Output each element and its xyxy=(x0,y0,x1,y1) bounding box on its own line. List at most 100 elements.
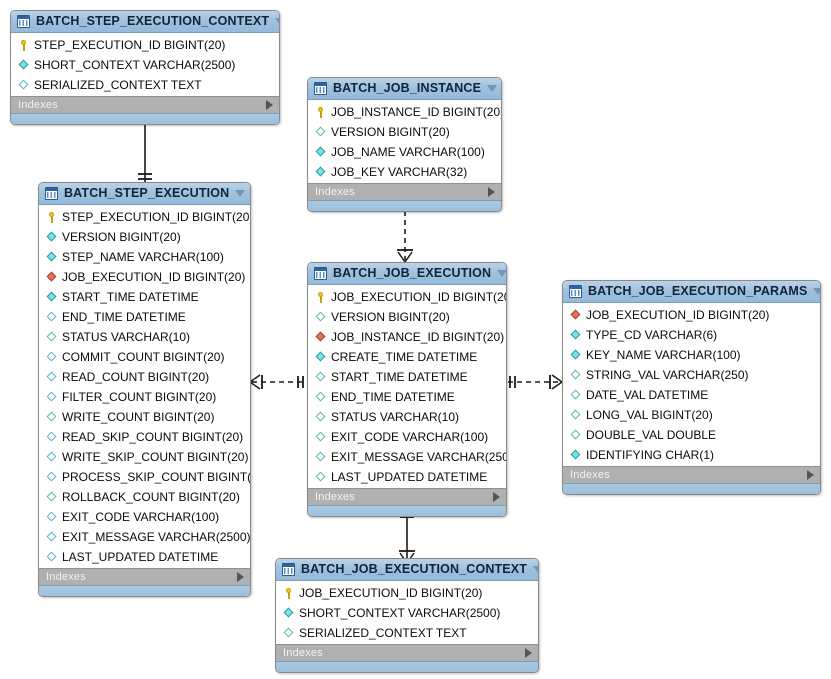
chevron-down-icon[interactable] xyxy=(275,18,279,25)
indexes-label: Indexes xyxy=(18,98,58,111)
chevron-down-icon[interactable] xyxy=(813,288,820,295)
table-header-batch_step_execution[interactable]: BATCH_STEP_EXECUTION xyxy=(39,183,250,205)
column-label: VERSION BIGINT(20) xyxy=(331,310,450,324)
column-row[interactable]: EXIT_MESSAGE VARCHAR(2500) xyxy=(308,447,506,467)
column-row[interactable]: READ_SKIP_COUNT BIGINT(20) xyxy=(39,427,250,447)
column-row[interactable]: DOUBLE_VAL DOUBLE xyxy=(563,425,820,445)
column-row[interactable]: STATUS VARCHAR(10) xyxy=(308,407,506,427)
chevron-right-icon[interactable] xyxy=(807,470,814,480)
table-columns: JOB_INSTANCE_ID BIGINT(20) VERSION BIGINT… xyxy=(308,100,501,183)
table-header-batch_job_execution[interactable]: BATCH_JOB_EXECUTION xyxy=(308,263,506,285)
column-row[interactable]: JOB_EXECUTION_ID BIGINT(20) xyxy=(39,267,250,287)
indexes-section-batch_job_execution[interactable]: Indexes xyxy=(308,488,506,505)
column-row[interactable]: JOB_NAME VARCHAR(100) xyxy=(308,142,501,162)
column-row[interactable]: SHORT_CONTEXT VARCHAR(2500) xyxy=(11,55,279,75)
column-row[interactable]: SERIALIZED_CONTEXT TEXT xyxy=(276,623,538,643)
nullable-column-icon xyxy=(45,451,58,464)
column-row[interactable]: EXIT_CODE VARCHAR(100) xyxy=(39,507,250,527)
column-row[interactable]: READ_COUNT BIGINT(20) xyxy=(39,367,250,387)
column-row[interactable]: LAST_UPDATED DATETIME xyxy=(308,467,506,487)
column-row[interactable]: VERSION BIGINT(20) xyxy=(39,227,250,247)
indexes-section-batch_job_instance[interactable]: Indexes xyxy=(308,183,501,200)
column-row[interactable]: EXIT_CODE VARCHAR(100) xyxy=(308,427,506,447)
table-header-batch_step_execution_context[interactable]: BATCH_STEP_EXECUTION_CONTEXT xyxy=(11,11,279,33)
table-footer xyxy=(276,661,538,672)
column-row[interactable]: END_TIME DATETIME xyxy=(39,307,250,327)
column-row[interactable]: DATE_VAL DATETIME xyxy=(563,385,820,405)
nullable-column-icon xyxy=(45,511,58,524)
column-row[interactable]: STRING_VAL VARCHAR(250) xyxy=(563,365,820,385)
column-row[interactable]: JOB_EXECUTION_ID BIGINT(20) xyxy=(308,287,506,307)
nullable-column-icon xyxy=(45,411,58,424)
chevron-right-icon[interactable] xyxy=(525,648,532,658)
column-row[interactable]: PROCESS_SKIP_COUNT BIGINT(20) xyxy=(39,467,250,487)
chevron-down-icon[interactable] xyxy=(487,85,498,92)
nullable-column-icon xyxy=(282,627,295,640)
column-label: PROCESS_SKIP_COUNT BIGINT(20) xyxy=(62,470,251,484)
chevron-down-icon[interactable] xyxy=(235,190,246,197)
chevron-right-icon[interactable] xyxy=(266,100,273,110)
not-null-column-icon xyxy=(569,349,582,362)
chevron-down-icon[interactable] xyxy=(533,566,538,573)
column-row[interactable]: STATUS VARCHAR(10) xyxy=(39,327,250,347)
column-label: JOB_NAME VARCHAR(100) xyxy=(331,145,485,159)
column-row[interactable]: STEP_NAME VARCHAR(100) xyxy=(39,247,250,267)
column-row[interactable]: START_TIME DATETIME xyxy=(308,367,506,387)
column-row[interactable]: TYPE_CD VARCHAR(6) xyxy=(563,325,820,345)
indexes-section-batch_job_execution_params[interactable]: Indexes xyxy=(563,466,820,483)
column-row[interactable]: WRITE_COUNT BIGINT(20) xyxy=(39,407,250,427)
column-row[interactable]: SERIALIZED_CONTEXT TEXT xyxy=(11,75,279,95)
column-row[interactable]: COMMIT_COUNT BIGINT(20) xyxy=(39,347,250,367)
table-title: BATCH_JOB_INSTANCE xyxy=(333,81,482,96)
column-row[interactable]: ROLLBACK_COUNT BIGINT(20) xyxy=(39,487,250,507)
table-header-batch_job_execution_params[interactable]: BATCH_JOB_EXECUTION_PARAMS xyxy=(563,281,820,303)
column-row[interactable]: JOB_EXECUTION_ID BIGINT(20) xyxy=(276,583,538,603)
indexes-section-batch_step_execution[interactable]: Indexes xyxy=(39,568,250,585)
column-row[interactable]: JOB_INSTANCE_ID BIGINT(20) xyxy=(308,327,506,347)
table-header-batch_job_instance[interactable]: BATCH_JOB_INSTANCE xyxy=(308,78,501,100)
column-row[interactable]: JOB_KEY VARCHAR(32) xyxy=(308,162,501,182)
table-batch_job_execution[interactable]: BATCH_JOB_EXECUTION JOB_EXECUTION_ID BIGI… xyxy=(307,262,507,517)
column-row[interactable]: VERSION BIGINT(20) xyxy=(308,122,501,142)
column-row[interactable]: SHORT_CONTEXT VARCHAR(2500) xyxy=(276,603,538,623)
column-row[interactable]: FILTER_COUNT BIGINT(20) xyxy=(39,387,250,407)
table-batch_job_instance[interactable]: BATCH_JOB_INSTANCE JOB_INSTANCE_ID BIGINT… xyxy=(307,77,502,212)
nullable-column-icon xyxy=(314,451,327,464)
column-label: EXIT_MESSAGE VARCHAR(2500) xyxy=(62,530,251,544)
column-label: JOB_INSTANCE_ID BIGINT(20) xyxy=(331,105,502,119)
relationship-job-execution-step-execution[interactable] xyxy=(248,370,310,394)
table-header-batch_job_execution_context[interactable]: BATCH_JOB_EXECUTION_CONTEXT xyxy=(276,559,538,581)
column-row[interactable]: CREATE_TIME DATETIME xyxy=(308,347,506,367)
column-row[interactable]: JOB_INSTANCE_ID BIGINT(20) xyxy=(308,102,501,122)
nullable-column-icon xyxy=(45,431,58,444)
column-label: END_TIME DATETIME xyxy=(331,390,455,404)
relationship-job-execution-params[interactable] xyxy=(504,370,566,394)
indexes-section-batch_job_execution_context[interactable]: Indexes xyxy=(276,644,538,661)
chevron-right-icon[interactable] xyxy=(488,187,495,197)
column-label: DATE_VAL DATETIME xyxy=(586,388,709,402)
primary-key-icon xyxy=(17,39,30,52)
column-row[interactable]: LONG_VAL BIGINT(20) xyxy=(563,405,820,425)
column-row[interactable]: EXIT_MESSAGE VARCHAR(2500) xyxy=(39,527,250,547)
column-label: FILTER_COUNT BIGINT(20) xyxy=(62,390,217,404)
column-row[interactable]: KEY_NAME VARCHAR(100) xyxy=(563,345,820,365)
column-row[interactable]: IDENTIFYING CHAR(1) xyxy=(563,445,820,465)
column-label: CREATE_TIME DATETIME xyxy=(331,350,478,364)
column-row[interactable]: VERSION BIGINT(20) xyxy=(308,307,506,327)
column-row[interactable]: LAST_UPDATED DATETIME xyxy=(39,547,250,567)
column-row[interactable]: STEP_EXECUTION_ID BIGINT(20) xyxy=(11,35,279,55)
column-row[interactable]: STEP_EXECUTION_ID BIGINT(20) xyxy=(39,207,250,227)
column-row[interactable]: JOB_EXECUTION_ID BIGINT(20) xyxy=(563,305,820,325)
column-row[interactable]: END_TIME DATETIME xyxy=(308,387,506,407)
chevron-down-icon[interactable] xyxy=(497,270,506,277)
indexes-section-batch_step_execution_context[interactable]: Indexes xyxy=(11,96,279,113)
column-row[interactable]: START_TIME DATETIME xyxy=(39,287,250,307)
chevron-right-icon[interactable] xyxy=(493,492,500,502)
column-row[interactable]: WRITE_SKIP_COUNT BIGINT(20) xyxy=(39,447,250,467)
chevron-right-icon[interactable] xyxy=(237,572,244,582)
table-title: BATCH_JOB_EXECUTION xyxy=(333,266,492,281)
